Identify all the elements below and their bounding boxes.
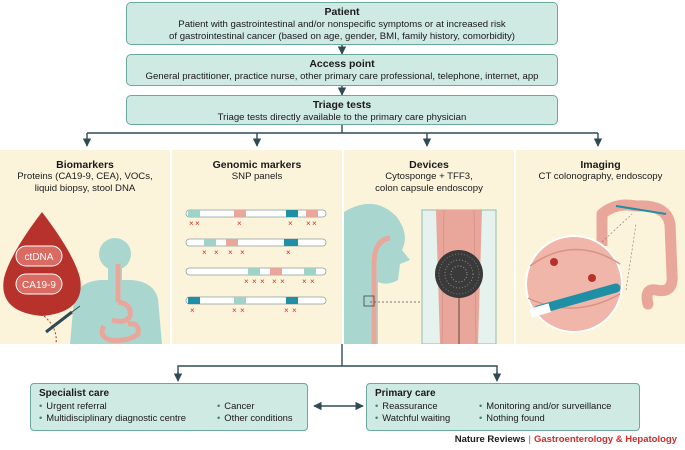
triage-box: Triage tests Triage tests directly avail… xyxy=(126,95,558,125)
list-item: Reassurance xyxy=(375,400,479,412)
list-item: Multidisciplinary diagnostic centre xyxy=(39,412,217,424)
snp-strand-2: × × × × × xyxy=(185,238,327,257)
ctdna-badge: ctDNA xyxy=(15,245,63,267)
list-item: Other conditions xyxy=(217,412,292,424)
triage-title: Triage tests xyxy=(312,99,372,111)
patient-text-line1: Patient with gastrointestinal and/or non… xyxy=(178,19,506,30)
access-point-text: General practitioner, practice nurse, ot… xyxy=(145,71,539,82)
patient-title: Patient xyxy=(324,6,360,18)
svg-text:×: × xyxy=(280,277,285,286)
svg-text:×: × xyxy=(228,248,233,257)
genomic-title: Genomic markers xyxy=(212,159,302,171)
list-item: Watchful waiting xyxy=(375,412,479,424)
svg-text:×: × xyxy=(312,219,317,228)
colon-zoom-circle xyxy=(525,235,623,333)
list-item: Urgent referral xyxy=(39,400,217,412)
ca199-badge: CA19-9 xyxy=(15,273,63,295)
primary-care-list-1: Reassurance Watchful waiting xyxy=(375,400,479,423)
svg-text:×: × xyxy=(244,277,249,286)
biomarkers-title: Biomarkers xyxy=(56,159,114,171)
svg-text:×: × xyxy=(214,248,219,257)
syringe-icon xyxy=(45,305,81,334)
biomarkers-line2: liquid biopsy, stool DNA xyxy=(34,183,136,194)
head-silhouette xyxy=(344,203,410,344)
biomarkers-illustration: ctDNA CA19-9 xyxy=(3,212,162,344)
journal-credit: Nature Reviews|Gastroenterology & Hepato… xyxy=(455,434,677,445)
endoscope-in-colon xyxy=(615,205,667,215)
specialist-care-title: Specialist care xyxy=(39,388,110,399)
publisher-name: Nature Reviews xyxy=(454,434,526,445)
svg-text:×: × xyxy=(284,306,289,315)
patient-text-line2: of gastrointestinal cancer (based on age… xyxy=(169,31,515,42)
imaging-panel: Imaging CT colonography, endoscopy xyxy=(516,150,685,344)
credit-separator: | xyxy=(528,434,531,445)
svg-text:×: × xyxy=(190,306,195,315)
svg-text:×: × xyxy=(302,277,307,286)
devices-title: Devices xyxy=(409,159,449,171)
devices-illustration xyxy=(344,203,497,344)
svg-text:×: × xyxy=(232,306,237,315)
capsule-marker xyxy=(363,295,375,307)
svg-text:×: × xyxy=(202,248,207,257)
svg-text:×: × xyxy=(310,277,315,286)
primary-care-list-2: Monitoring and/or surveillance Nothing f… xyxy=(479,400,611,423)
svg-text:×: × xyxy=(292,306,297,315)
svg-text:×: × xyxy=(286,248,291,257)
biomarkers-line1: Proteins (CA19-9, CEA), VOCs, xyxy=(17,171,153,182)
svg-text:×: × xyxy=(306,219,311,228)
svg-text:×: × xyxy=(260,277,265,286)
specialist-care-box: Specialist care Urgent referral Multidis… xyxy=(30,383,308,431)
genomic-panel: Genomic markers SNP panels ×× × × ×× ×× … xyxy=(172,150,342,344)
drop-connector xyxy=(43,315,57,344)
specialist-care-list-2: Cancer Other conditions xyxy=(217,400,293,424)
triage-text: Triage tests directly available to the p… xyxy=(217,112,467,123)
devices-panel: Devices Cytosponge + TFF3, colon capsule… xyxy=(344,150,514,344)
svg-text:×: × xyxy=(189,219,194,228)
patient-box: Patient Patient with gastrointestinal an… xyxy=(126,2,558,45)
oesophagus xyxy=(371,235,391,344)
imaging-line1: CT colonography, endoscopy xyxy=(538,171,663,182)
genomic-line1: SNP panels xyxy=(231,171,283,182)
ca199-label: CA19-9 xyxy=(22,280,56,291)
imaging-title: Imaging xyxy=(580,159,621,171)
devices-line1: Cytosponge + TFF3, xyxy=(385,171,473,182)
access-point-box: Access point General practitioner, pract… xyxy=(126,54,558,86)
svg-text:×: × xyxy=(237,219,242,228)
snp-strand-1: ×× × × ×× xyxy=(185,209,327,228)
primary-care-title: Primary care xyxy=(375,388,436,399)
devices-line2: colon capsule endoscopy xyxy=(375,183,483,194)
list-item: Monitoring and/or surveillance xyxy=(479,400,611,412)
primary-care-box: Primary care Reassurance Watchful waitin… xyxy=(366,383,640,431)
svg-text:×: × xyxy=(272,277,277,286)
ctdna-label: ctDNA xyxy=(25,252,54,263)
imaging-illustration xyxy=(525,199,678,333)
branch-results xyxy=(177,365,498,379)
snp-panels-illustration: ×× × × ×× ×× ×× × ××× ×× ×× xyxy=(185,209,327,315)
snp-strand-4: × ×× ×× xyxy=(185,296,327,315)
list-item: Cancer xyxy=(217,400,293,412)
colon-icon xyxy=(596,199,678,310)
svg-text:×: × xyxy=(288,219,293,228)
snp-strand-3: ××× ×× ×× xyxy=(185,267,327,286)
cytosponge-icon xyxy=(435,250,483,344)
journal-name: Gastroenterology & Hepatology xyxy=(533,434,677,445)
access-point-title: Access point xyxy=(309,58,375,70)
svg-text:×: × xyxy=(240,248,245,257)
svg-text:×: × xyxy=(195,219,200,228)
biomarkers-panel: Biomarkers Proteins (CA19-9, CEA), VOCs,… xyxy=(0,150,170,344)
digestive-organs xyxy=(99,264,141,343)
list-item: Nothing found xyxy=(479,412,611,424)
svg-text:×: × xyxy=(252,277,257,286)
svg-text:×: × xyxy=(240,306,245,315)
specialist-care-list-1: Urgent referral Multidisciplinary diagno… xyxy=(39,400,217,423)
